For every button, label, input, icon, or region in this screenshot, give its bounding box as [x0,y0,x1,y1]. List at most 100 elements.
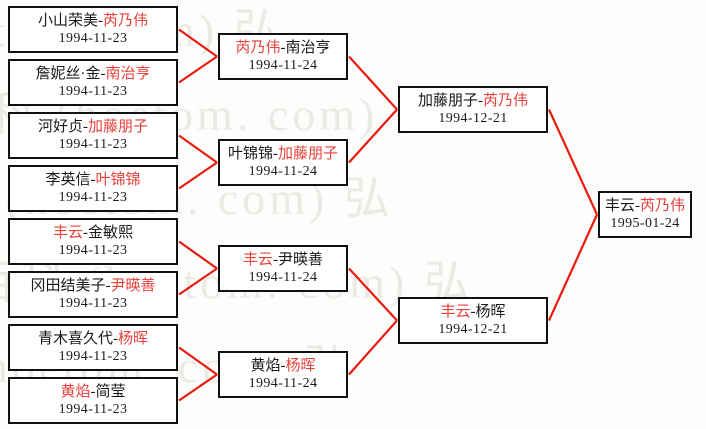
connector-r1-1 [348,108,398,164]
match-date: 1994-11-23 [58,401,128,417]
player-b: 叶锦锦 [95,172,141,189]
player-separator: - [273,146,278,163]
connector-r1-3 [348,319,398,376]
match-players: 黄焰-杨晖 [250,358,315,374]
match-date: 1994-11-23 [58,295,128,311]
player-a: 叶锦锦 [227,146,273,163]
player-separator: - [100,66,106,83]
player-b: 芮乃伟 [640,198,686,215]
player-separator: - [280,40,286,57]
connector-r0-4 [178,240,218,270]
player-separator: - [98,13,103,30]
match-date: 1994-11-23 [58,348,128,364]
player-a: 冈田结美子 [30,278,106,295]
player-b: 加藤朋子 [278,146,339,163]
player-a: 小山荣美 [37,13,98,30]
match-players: 小山荣美-芮乃伟 [38,13,148,29]
player-b: 尹暎善 [110,278,156,295]
match-players: 丰云-芮乃伟 [605,198,685,214]
match-date: 1994-12-21 [438,321,508,337]
match-players: 黄焰-简莹 [60,384,125,400]
match-date: 1994-11-24 [248,163,318,179]
match-players: 丰云-杨晖 [440,304,505,320]
match-date: 1994-11-24 [248,57,318,73]
connector-r0-3 [178,161,218,190]
match-date: 1994-11-23 [58,30,128,46]
player-b: 加藤朋子 [88,119,149,136]
player-separator: - [470,304,476,321]
connector-r0-1 [178,55,218,84]
match-date: 1994-11-23 [58,189,128,205]
player-a: 丰云 [52,225,83,242]
player-separator: - [273,252,278,269]
player-b: 南治亨 [285,40,331,57]
player-separator: - [83,119,88,136]
player-a: 丰云 [604,198,635,215]
player-a: 李英信 [45,172,91,189]
match-players: 叶锦锦-加藤朋子 [228,146,338,162]
player-separator: - [90,384,96,401]
connector-r0-0 [178,28,218,58]
player-separator: - [90,172,96,189]
player-a: 黄焰 [250,358,281,375]
connector-r2-0 [547,109,599,215]
player-a: 黄焰 [60,384,91,401]
connector-r0-2 [178,134,218,164]
player-a: 詹妮丝·金 [35,66,101,83]
match-date: 1994-11-23 [58,242,128,258]
match-date: 1994-11-24 [248,269,318,285]
player-a: 河好贞 [37,119,83,136]
match-players: 李英信-叶锦锦 [45,172,140,188]
player-b: 杨晖 [118,331,149,348]
player-separator: - [280,358,286,375]
match-players: 加藤朋子-芮乃伟 [418,93,528,109]
match-date: 1994-11-23 [58,136,128,152]
match-date: 1994-11-24 [248,375,318,391]
match-players: 冈田结美子-尹暎善 [30,278,155,294]
player-b: 南治亨 [105,66,151,83]
player-a: 加藤朋子 [417,93,478,110]
connector-r0-7 [178,373,218,402]
match-players: 詹妮丝·金-南治亨 [35,66,150,82]
match-players: 青木喜久代-杨晖 [38,331,148,347]
player-a: 芮乃伟 [235,40,281,57]
player-b: 杨晖 [475,304,506,321]
connector-r0-5 [178,267,218,296]
player-b: 尹暎善 [278,252,324,269]
player-a: 青木喜久代 [37,331,113,348]
player-b: 芮乃伟 [483,93,529,110]
player-b: 芮乃伟 [103,13,149,30]
player-separator: - [113,331,118,348]
player-a: 丰云 [242,252,273,269]
match-players: 芮乃伟-南治亨 [235,40,330,56]
match-players: 河好贞-加藤朋子 [38,119,148,135]
player-separator: - [105,278,111,295]
player-separator: - [635,198,640,215]
match-date: 1994-12-21 [438,110,508,126]
match-date: 1995-01-24 [610,215,680,231]
player-separator: - [83,225,88,242]
match-date: 1994-11-23 [58,83,128,99]
connector-r1-2 [348,267,398,322]
match-players: 丰云-金敏熙 [53,225,133,241]
connector-r2-1 [547,214,599,321]
player-separator: - [478,93,483,110]
player-b: 金敏熙 [88,225,134,242]
player-b: 简莹 [95,384,126,401]
